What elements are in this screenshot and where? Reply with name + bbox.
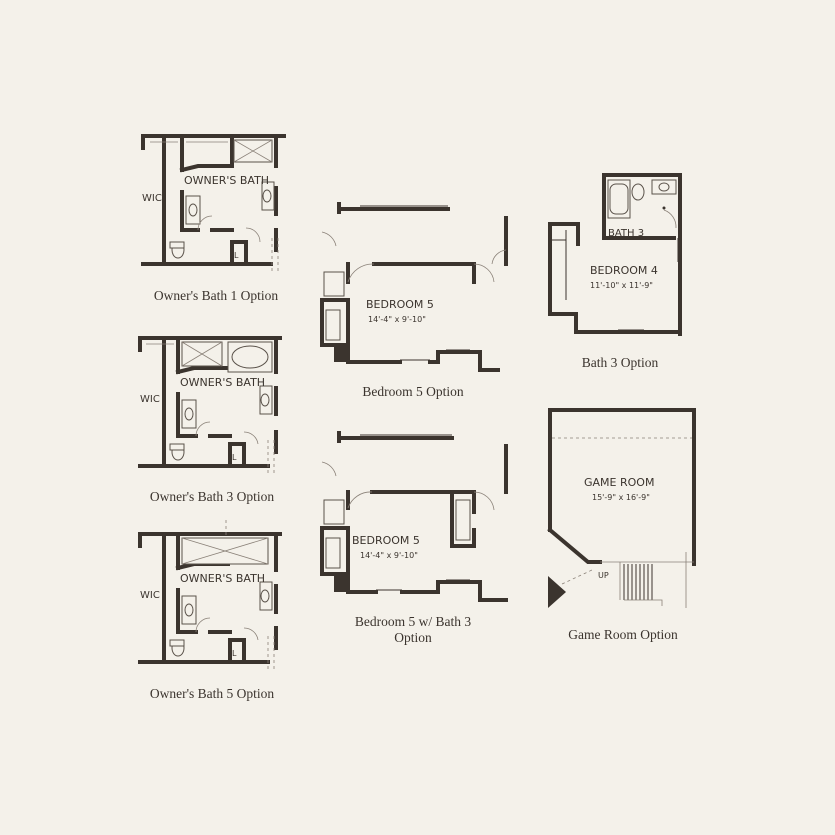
bedroom-5-bath-3-dims: 14'-4" x 9'-10" [360, 551, 418, 560]
owners-bath-3-laundry-label: L [232, 453, 237, 462]
owners-bath-1-room-label: OWNER'S BATH [184, 174, 269, 187]
game-room-room-label: GAME ROOM [584, 476, 654, 489]
game-room-plan: GAME ROOM 15'-9" x 16'-9" UP [547, 408, 696, 608]
game-room-stair-label: UP [598, 571, 609, 580]
bedroom-5-bath-3-caption-line1: Bedroom 5 w/ Bath 3 [354, 614, 472, 629]
owners-bath-5-plan: OWNER'S BATH WIC L [138, 520, 282, 670]
bedroom-4-dims: 11'-10" x 11'-9" [590, 281, 653, 290]
bedroom-5-bath-3-room-label: BEDROOM 5 [352, 534, 420, 547]
owners-bath-3-wic-label: WIC [140, 394, 160, 405]
owners-bath-5-caption: Owner's Bath 5 Option [149, 686, 275, 701]
bedroom-4-room-label: BEDROOM 4 [590, 264, 658, 277]
owners-bath-3-caption: Owner's Bath 3 Option [149, 489, 275, 504]
owners-bath-5-laundry-label: L [232, 649, 237, 658]
owners-bath-3-plan: OWNER'S BATH WIC L [138, 336, 282, 474]
owners-bath-1-plan: OWNER'S BATH WIC L [141, 134, 286, 272]
bedroom-5-room-label: BEDROOM 5 [366, 298, 434, 311]
owners-bath-1-caption: Owner's Bath 1 Option [153, 288, 279, 303]
bedroom-5-caption: Bedroom 5 Option [362, 384, 464, 399]
bedroom-5-dims: 14'-4" x 9'-10" [368, 315, 426, 324]
bedroom-5-bath-3-plan: BEDROOM 5 14'-4" x 9'-10" [320, 431, 508, 602]
bath-3-label: BATH 3 [608, 228, 644, 239]
owners-bath-1-laundry-label: L [234, 251, 239, 260]
bedroom-5-bath-3-caption-line2: Option [394, 630, 432, 645]
bath-3-caption: Bath 3 Option [581, 355, 659, 370]
game-room-caption: Game Room Option [568, 627, 678, 642]
bedroom-5-plan: BEDROOM 5 14'-4" x 9'-10" [320, 202, 508, 372]
owners-bath-1-wic-label: WIC [142, 193, 162, 204]
owners-bath-3-room-label: OWNER'S BATH [180, 376, 265, 389]
game-room-dims: 15'-9" x 16'-9" [592, 493, 650, 502]
owners-bath-5-wic-label: WIC [140, 590, 160, 601]
bath-3-plan: BATH 3 BEDROOM 4 11'-10" x 11'-9" [548, 173, 682, 336]
owners-bath-5-room-label: OWNER'S BATH [180, 572, 265, 585]
